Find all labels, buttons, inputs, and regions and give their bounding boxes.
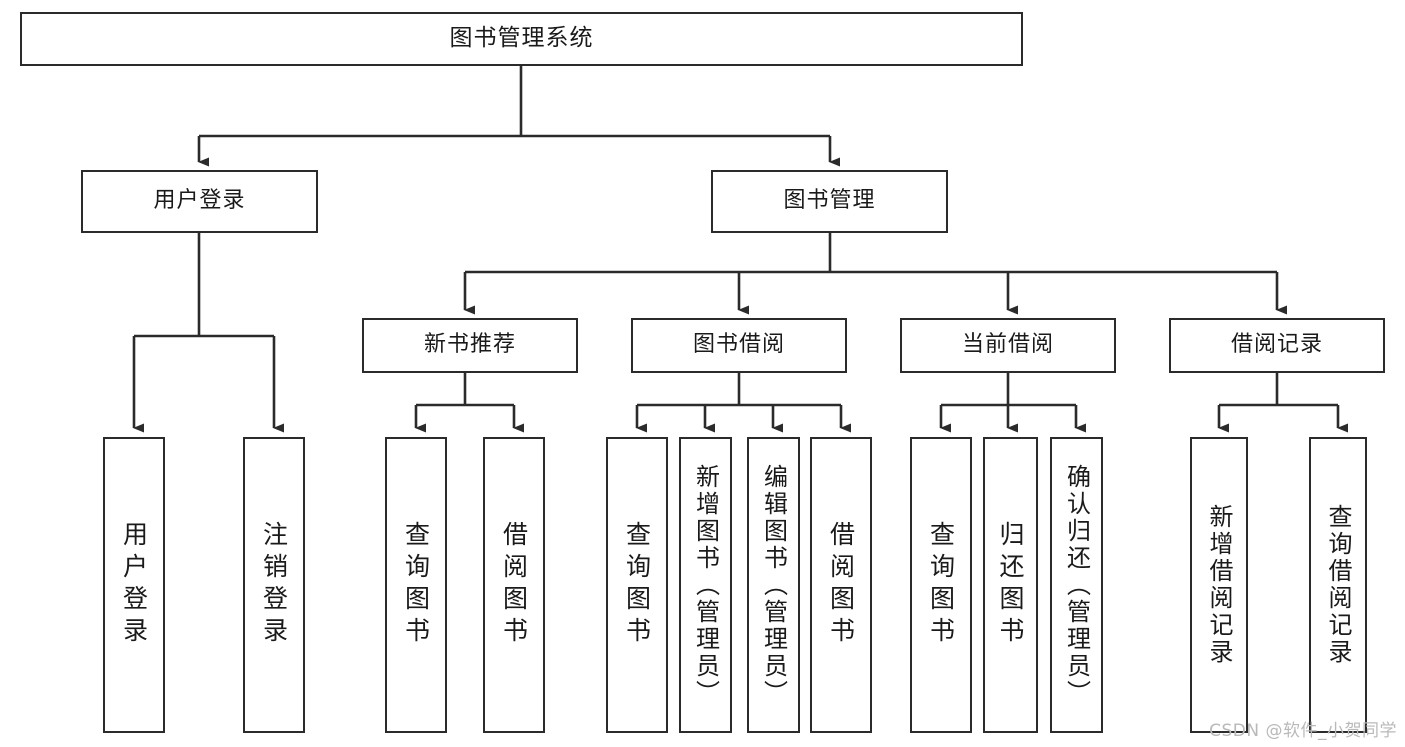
node-leaf-bb-query-label: 查询图书	[622, 521, 652, 649]
node-leaf-rec-borrow[interactable]: 借阅图书	[483, 437, 545, 733]
node-leaf-cb-return[interactable]: 归还图书	[983, 437, 1038, 733]
node-leaf-cb-query-label: 查询图书	[926, 521, 956, 649]
node-book-manage[interactable]: 图书管理	[711, 170, 948, 233]
node-leaf-cb-return-label: 归还图书	[996, 521, 1025, 649]
node-root-label: 图书管理系统	[449, 25, 594, 52]
edge-group-user-login	[132, 233, 284, 433]
node-leaf-rec-query-label: 查询图书	[401, 521, 431, 649]
node-borrow-record[interactable]: 借阅记录	[1169, 318, 1385, 373]
node-leaf-bb-borrow[interactable]: 借阅图书	[810, 437, 872, 733]
node-leaf-cb-confirm-label: 确认归还（管理员）	[1062, 463, 1091, 707]
node-user-login[interactable]: 用户登录	[81, 170, 318, 233]
node-leaf-br-add-label: 新增借阅记录	[1205, 504, 1233, 666]
node-leaf-rec-query[interactable]: 查询图书	[385, 437, 447, 733]
edge-group-book-manage	[463, 233, 1287, 315]
node-leaf-bb-add-label: 新增图书（管理员）	[691, 463, 720, 707]
node-current-borrow-label: 当前借阅	[961, 332, 1054, 358]
node-leaf-bb-query[interactable]: 查询图书	[606, 437, 668, 733]
node-new-book-rec[interactable]: 新书推荐	[362, 318, 578, 373]
node-user-login-label: 用户登录	[153, 188, 246, 214]
edge-group-borrow-record	[1217, 373, 1348, 433]
node-leaf-br-query-label: 查询借阅记录	[1324, 504, 1352, 666]
node-new-book-rec-label: 新书推荐	[423, 332, 516, 358]
edge-group-root	[197, 66, 840, 167]
node-leaf-user-login-label: 用户登录	[119, 521, 149, 649]
node-borrow-record-label: 借阅记录	[1230, 332, 1323, 358]
node-leaf-rec-borrow-label: 借阅图书	[499, 521, 529, 649]
node-leaf-bb-edit-label: 编辑图书（管理员）	[759, 463, 788, 707]
node-book-manage-label: 图书管理	[783, 188, 876, 214]
edge-group-current-borrow	[939, 373, 1086, 433]
node-leaf-br-add[interactable]: 新增借阅记录	[1190, 437, 1248, 733]
node-leaf-bb-borrow-label: 借阅图书	[826, 521, 856, 649]
node-book-borrow[interactable]: 图书借阅	[631, 318, 847, 373]
node-leaf-logout-label: 注销登录	[259, 521, 289, 649]
edge-group-new-book-rec	[414, 373, 524, 433]
node-leaf-bb-edit[interactable]: 编辑图书（管理员）	[747, 437, 800, 733]
node-leaf-user-login[interactable]: 用户登录	[103, 437, 165, 733]
node-leaf-br-query[interactable]: 查询借阅记录	[1309, 437, 1367, 733]
node-book-borrow-label: 图书借阅	[692, 332, 785, 358]
node-leaf-logout[interactable]: 注销登录	[243, 437, 305, 733]
node-leaf-bb-add[interactable]: 新增图书（管理员）	[679, 437, 732, 733]
node-current-borrow[interactable]: 当前借阅	[900, 318, 1116, 373]
node-root[interactable]: 图书管理系统	[20, 12, 1023, 66]
edge-group-book-borrow	[635, 373, 851, 433]
node-leaf-cb-confirm[interactable]: 确认归还（管理员）	[1050, 437, 1103, 733]
node-leaf-cb-query[interactable]: 查询图书	[910, 437, 972, 733]
